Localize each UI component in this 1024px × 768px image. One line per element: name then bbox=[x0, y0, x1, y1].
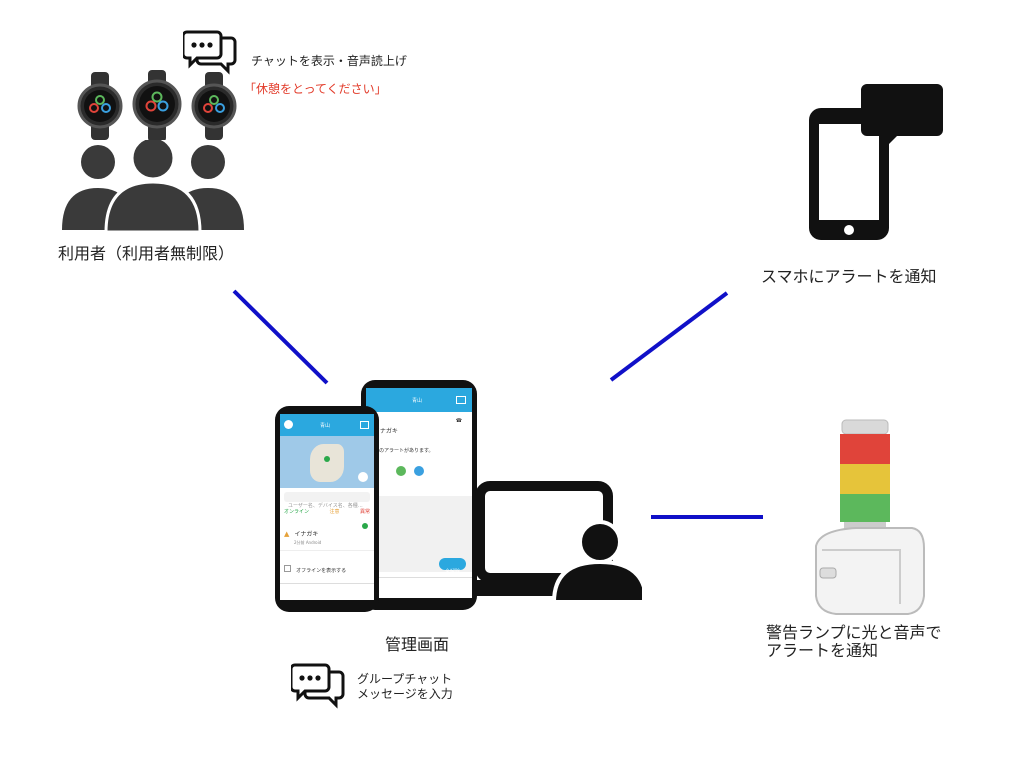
list-item[interactable]: ▲ イナガキ 2分前 Android bbox=[280, 517, 374, 551]
break-message: 「休憩をとってください」 bbox=[244, 82, 387, 96]
smartwatch-icon-3 bbox=[191, 72, 237, 140]
admin-phone-front: 青山 ユーザー名、デバイス名、各種… オンライン 注意 異常 ▲ イナガキ 2分… bbox=[275, 406, 379, 612]
admin-monitor-icon bbox=[474, 481, 642, 604]
filter-abnormal[interactable]: 異常 bbox=[359, 509, 370, 515]
smartwatch-icon-2 bbox=[132, 70, 182, 142]
lamp-label-line1: 警告ランプに光と音声で bbox=[766, 623, 942, 642]
checkbox-icon[interactable] bbox=[284, 565, 291, 572]
filter-caution[interactable]: 注意 bbox=[329, 509, 340, 515]
offline-toggle[interactable]: オフラインを表示する bbox=[284, 557, 346, 576]
status-icon bbox=[362, 523, 368, 529]
status-dot-blue[interactable] bbox=[414, 466, 424, 476]
connector-smartphone bbox=[609, 291, 729, 382]
warning-icon: ▲ bbox=[284, 530, 290, 538]
app-back-header: 青山 bbox=[366, 388, 472, 412]
users-group-icon bbox=[62, 140, 244, 232]
admin-phone-back: 青山 イナガキ ☎ 件のアラートがあります。 全解除 bbox=[361, 380, 477, 610]
phone-call-icon[interactable]: ☎ bbox=[455, 418, 462, 424]
map-view[interactable] bbox=[280, 436, 374, 488]
app-back-alert-text: 件のアラートがあります。 bbox=[374, 448, 434, 454]
lamp-label-line2: アラートを通知 bbox=[766, 641, 879, 660]
filter-online[interactable]: オンライン bbox=[284, 509, 310, 515]
app-back-tabbar[interactable] bbox=[366, 577, 472, 598]
app-front-header: 青山 bbox=[280, 414, 374, 436]
smartphone-label: スマホにアラートを通知 bbox=[761, 267, 937, 286]
smartphone-alert-icon bbox=[809, 84, 943, 240]
admin-label: 管理画面 bbox=[385, 635, 450, 654]
lamp-label: 警告ランプに光と音声で アラートを通知 bbox=[766, 624, 942, 660]
chat-bubble-icon bbox=[181, 30, 237, 80]
users-label: 利用者（利用者無制限） bbox=[58, 244, 235, 263]
mail-icon[interactable] bbox=[360, 421, 369, 429]
chat-caption: チャットを表示・音声読上げ bbox=[251, 54, 407, 68]
group-chat-bubble-icon bbox=[289, 662, 347, 714]
app-back-user-name: イナガキ bbox=[374, 428, 398, 435]
map-land bbox=[310, 444, 344, 482]
app-back-title: 青山 bbox=[412, 398, 423, 404]
list-item-name: イナガキ bbox=[294, 531, 319, 538]
smartwatch-icon-1 bbox=[77, 72, 123, 140]
group-chat-line2: メッセージを入力 bbox=[357, 687, 453, 701]
connector-users bbox=[232, 289, 329, 385]
search-input[interactable]: ユーザー名、デバイス名、各種… bbox=[284, 492, 370, 509]
status-dot-green[interactable] bbox=[396, 466, 406, 476]
app-front-tabbar[interactable] bbox=[280, 583, 374, 600]
list-item-sub: 2分前 Android bbox=[294, 540, 322, 545]
app-front-title: 青山 bbox=[320, 423, 331, 429]
clear-all-button[interactable]: 全解除 bbox=[438, 558, 466, 575]
avatar[interactable] bbox=[284, 420, 293, 429]
group-chat-label: グループチャット メッセージを入力 bbox=[357, 672, 453, 702]
location-pin-icon[interactable] bbox=[324, 456, 330, 462]
group-chat-line1: グループチャット bbox=[357, 672, 453, 686]
warning-lamp-icon bbox=[815, 419, 925, 615]
smartwatch-icons bbox=[77, 70, 237, 142]
mail-icon[interactable] bbox=[456, 396, 466, 404]
locate-icon[interactable] bbox=[358, 472, 368, 482]
